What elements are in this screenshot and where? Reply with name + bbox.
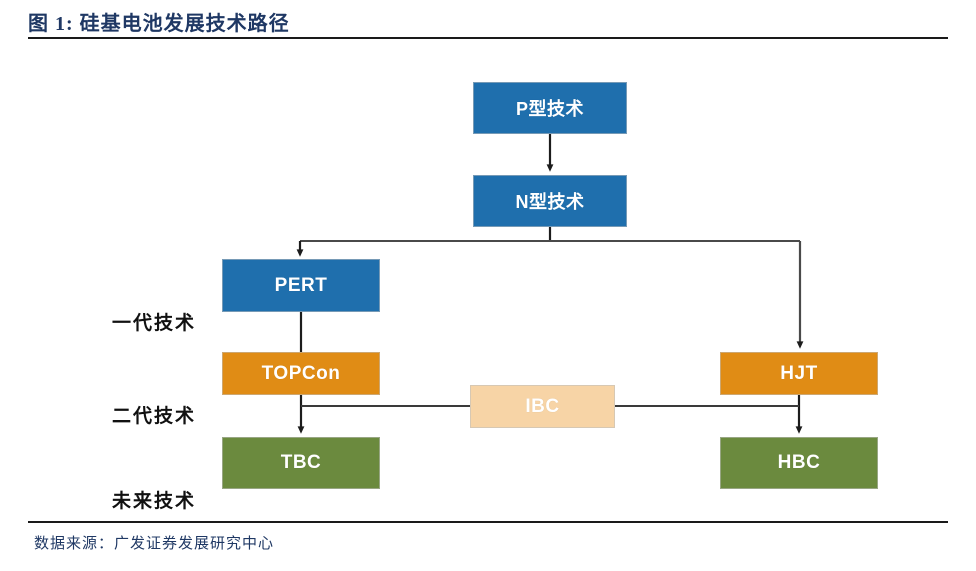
node-hjt[interactable]: HJT [720,352,878,395]
node-pert-label: PERT [274,274,328,296]
node-n-type[interactable]: N型技术 [473,175,627,227]
node-tbc[interactable]: TBC [222,437,380,489]
node-hbc[interactable]: HBC [720,437,878,489]
header-divider [28,37,948,39]
node-n-type-label: N型技术 [515,192,585,212]
page-title: 图 1: 硅基电池发展技术路径 [28,13,290,35]
figure-source: 数据来源：广发证券发展研究中心 [34,536,275,552]
figure-header: 图 1: 硅基电池发展技术路径 [0,0,976,40]
node-p-type[interactable]: P型技术 [473,82,627,134]
node-topcon-label: TOPCon [261,362,341,384]
node-topcon[interactable]: TOPCon [222,352,380,395]
node-ibc[interactable]: IBC [470,385,615,428]
row-label-future: 未来技术 [112,491,197,512]
node-hbc-label: HBC [777,452,821,473]
node-ibc-label: IBC [525,395,560,417]
row-label-gen1: 一代技术 [112,313,197,334]
node-p-type-label: P型技术 [515,99,584,119]
row-label-gen2: 二代技术 [112,406,197,427]
footer-divider [28,521,948,523]
node-tbc-label: TBC [280,452,322,473]
node-hjt-label: HJT [780,362,818,384]
connector-layer [296,134,804,434]
flowchart-diagram: 一代技术 二代技术 未来技术 P型技术 N型技术 PERT TOPCon HJT… [0,40,976,521]
node-pert[interactable]: PERT [222,259,380,312]
